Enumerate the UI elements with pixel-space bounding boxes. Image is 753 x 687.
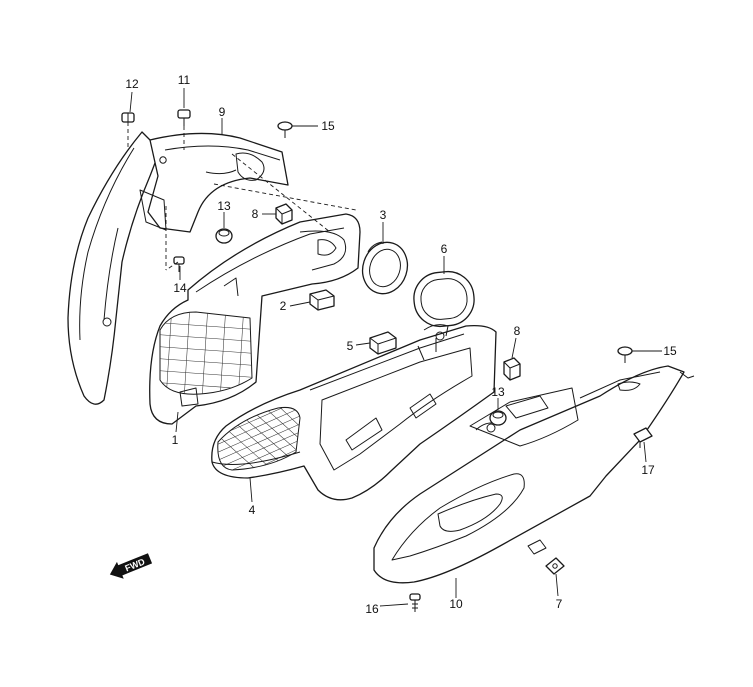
leader-lines <box>129 88 662 607</box>
callout-3: 3 <box>380 208 387 222</box>
part-8-lower-nut <box>503 357 521 381</box>
part-4-duct <box>211 324 497 501</box>
part-9-side-cover <box>67 131 289 405</box>
callout-13-lower: 13 <box>491 385 505 399</box>
callout-7: 7 <box>556 597 563 611</box>
part-3-grommet-ring <box>361 241 409 295</box>
callout-12: 12 <box>125 77 139 91</box>
callout-10: 10 <box>449 597 463 611</box>
callout-6: 6 <box>441 242 448 256</box>
part-16-screw <box>409 593 421 612</box>
callout-11: 11 <box>178 73 191 87</box>
callout-5: 5 <box>347 339 354 353</box>
callout-labels: 12 11 9 15 8 13 14 3 6 2 5 8 13 15 17 1 … <box>125 73 677 616</box>
part-11-screw <box>177 109 191 126</box>
callout-1: 1 <box>172 433 179 447</box>
part-5-pad <box>369 331 397 355</box>
callout-15-lower: 15 <box>663 344 677 358</box>
part-7-clip <box>545 557 565 575</box>
part-17-clip <box>633 427 653 448</box>
part-13-upper-grommet <box>215 228 233 244</box>
callout-14: 14 <box>173 281 187 295</box>
part-1-inner-panel <box>149 213 361 425</box>
fwd-direction-arrow: FWD <box>109 553 153 579</box>
callout-9: 9 <box>219 105 226 119</box>
callout-2: 2 <box>280 299 287 313</box>
part-12-bolt <box>121 112 135 123</box>
callout-8-upper: 8 <box>252 207 259 221</box>
callout-8-lower: 8 <box>514 324 521 338</box>
part-15-upper-screw <box>277 121 293 138</box>
part-14-screw <box>173 256 185 272</box>
fwd-label: FWD <box>124 556 147 573</box>
callout-15-upper: 15 <box>321 119 335 133</box>
part-2-pad <box>309 289 335 311</box>
part-13-lower-grommet <box>489 410 507 426</box>
alignment-lines <box>127 122 357 271</box>
callout-17: 17 <box>641 463 655 477</box>
callout-4: 4 <box>249 503 256 517</box>
callout-13-upper: 13 <box>217 199 231 213</box>
part-15-lower-screw <box>617 346 633 363</box>
part-8-upper-nut <box>275 203 293 225</box>
callout-16: 16 <box>365 602 379 616</box>
part-10-lower-fairing <box>373 365 695 584</box>
part-6-oval-seal <box>413 270 475 328</box>
